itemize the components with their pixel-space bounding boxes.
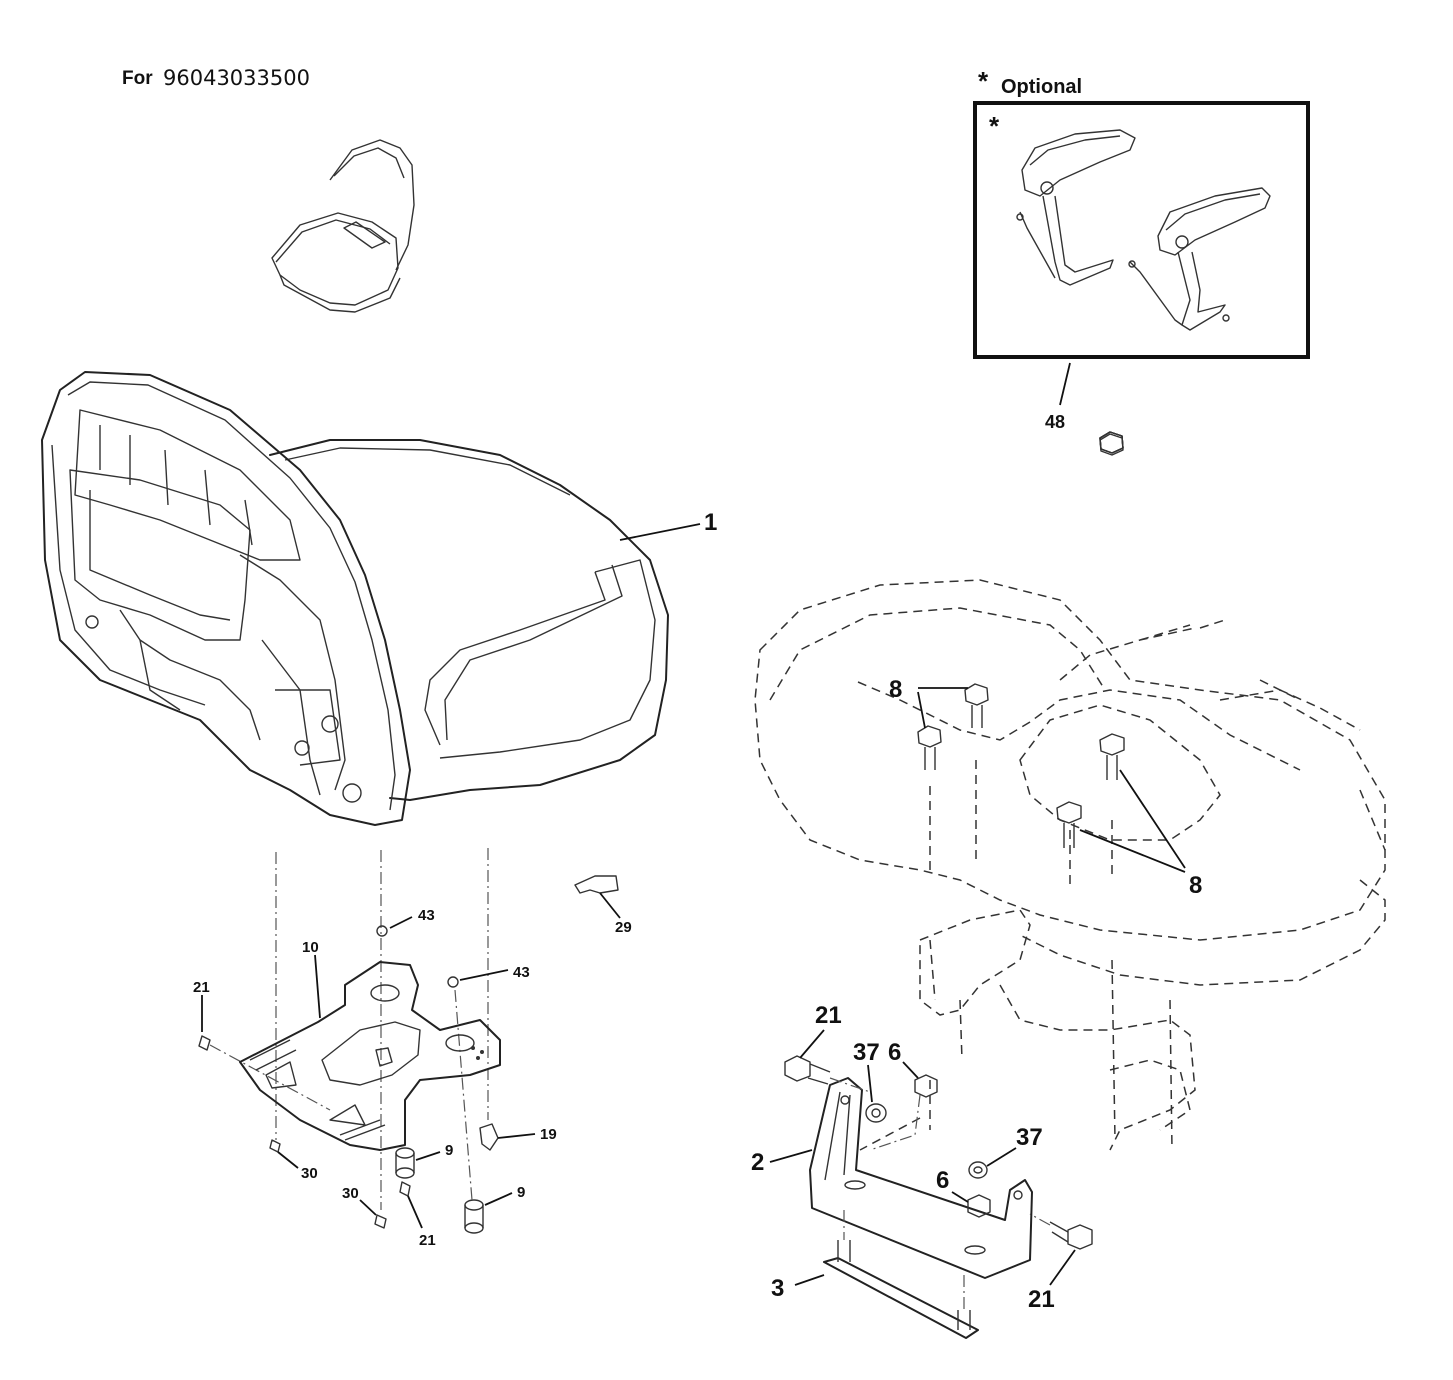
leader-1 — [619, 523, 701, 541]
seat-assembly: 1 — [41, 371, 717, 826]
spacer-9a — [395, 1147, 415, 1179]
seat-pan — [239, 961, 501, 1151]
seat-pan-assembly: 43 43 10 21 21 30 30 19 9 — [193, 848, 632, 1249]
callout-43b: 43 — [513, 964, 530, 981]
callout-30a: 30 — [301, 1165, 318, 1182]
callout-3: 3 — [771, 1275, 784, 1302]
callout-21c: 21 — [815, 1002, 842, 1029]
bolt-21b — [1067, 1224, 1093, 1250]
bracket-assembly: 2 3 21 37 6 37 6 21 — [751, 1002, 1093, 1339]
callout-37a: 37 — [853, 1039, 880, 1066]
header-for-label: For — [122, 68, 153, 89]
callout-30b: 30 — [342, 1185, 359, 1202]
clip-29 — [574, 875, 619, 894]
frame-bolts-8: 8 8 — [889, 431, 1202, 899]
spacer-9b — [464, 1199, 484, 1234]
callout-8b: 8 — [1189, 872, 1202, 899]
optional-box-star: * — [989, 111, 1000, 141]
ball-43b — [447, 976, 459, 988]
callout-21a: 21 — [193, 979, 210, 996]
washer-37a — [865, 1103, 887, 1123]
washer-37b — [968, 1161, 988, 1179]
callout-21d: 21 — [1028, 1286, 1055, 1313]
callout-1: 1 — [704, 509, 717, 536]
mower-frame — [754, 579, 1386, 1151]
optional-armrest-group: * Optional * 48 — [973, 66, 1310, 432]
screw-21b — [399, 1181, 411, 1197]
seat-thumbnail — [271, 139, 415, 313]
screw-21a — [198, 1035, 211, 1051]
bracket-2 — [809, 1077, 1033, 1279]
callout-37b: 37 — [1016, 1124, 1043, 1151]
nut-6a — [914, 1074, 938, 1098]
callout-48: 48 — [1045, 412, 1065, 432]
pan-slot — [321, 1021, 421, 1086]
optional-label: Optional — [1001, 76, 1082, 98]
centerline-e — [209, 1044, 331, 1111]
callout-29: 29 — [615, 919, 632, 936]
nut-6b — [967, 1194, 991, 1218]
optional-box — [973, 101, 1310, 359]
header-model-number: 96043033500 — [163, 66, 310, 90]
callout-9a: 9 — [445, 1142, 453, 1159]
bolt-8b — [917, 725, 942, 770]
callout-43a: 43 — [418, 907, 435, 924]
optional-star: * — [978, 66, 989, 96]
callout-10: 10 — [302, 939, 319, 956]
centerline-d — [454, 989, 473, 1201]
screw-30b — [374, 1214, 387, 1229]
callout-8a: 8 — [889, 676, 902, 703]
knob-19 — [479, 1123, 499, 1151]
bolt-8a — [964, 683, 989, 728]
callout-6b: 6 — [936, 1167, 949, 1194]
armrest-right — [1128, 187, 1271, 331]
callout-19: 19 — [540, 1126, 557, 1143]
callout-9b: 9 — [517, 1184, 525, 1201]
plate-3 — [823, 1257, 979, 1339]
armrest-left — [1016, 129, 1136, 286]
pan-knob — [375, 1047, 393, 1067]
callout-2: 2 — [751, 1149, 764, 1176]
callout-6a: 6 — [888, 1039, 901, 1066]
leader-48 — [1059, 362, 1071, 406]
callout-21b: 21 — [419, 1232, 436, 1249]
ball-43a — [376, 925, 388, 937]
bolt-21a — [784, 1055, 811, 1082]
screw-30a — [269, 1139, 281, 1153]
